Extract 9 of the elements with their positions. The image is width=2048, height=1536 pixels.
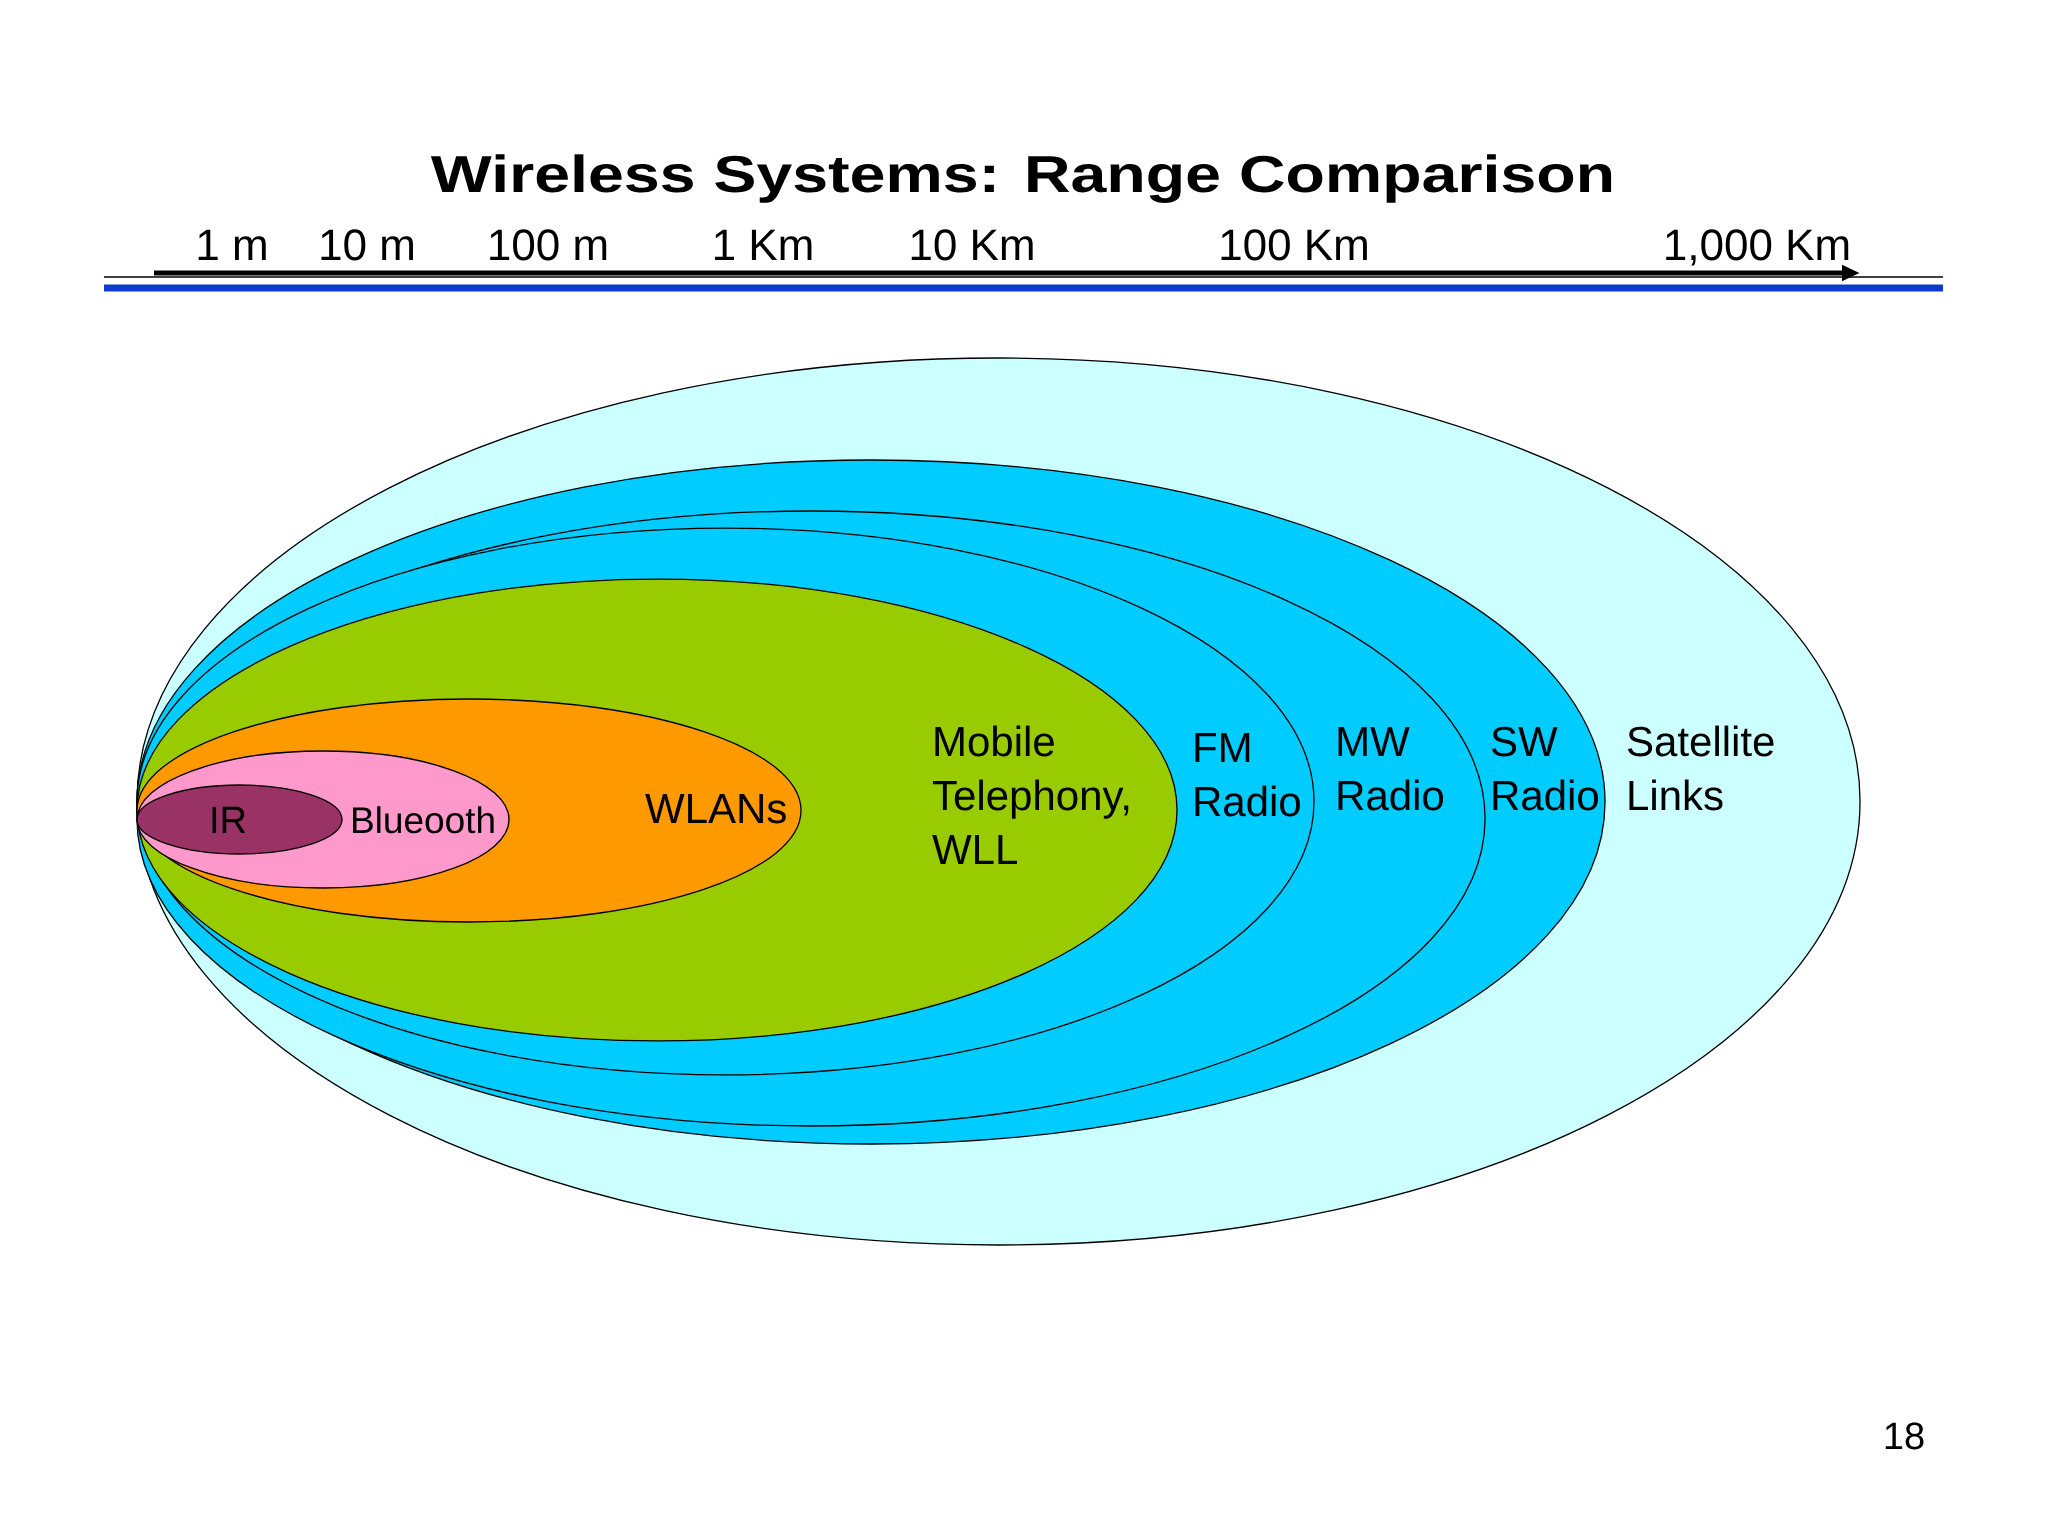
tick-label: 10 Km (911, 229, 1033, 261)
tick-label: 1,000 Km (1666, 229, 1849, 266)
title: Wireless Systems: Range Comparison (430, 154, 1612, 203)
tick-label: 100 m (490, 229, 607, 261)
tick-label: 1 m (198, 229, 266, 260)
tick-label: 100 Km (1221, 229, 1367, 261)
tick-label: 1 Km (715, 229, 812, 260)
tick-label: 10 m (321, 229, 413, 261)
page-number: 18 (1885, 1422, 1924, 1450)
